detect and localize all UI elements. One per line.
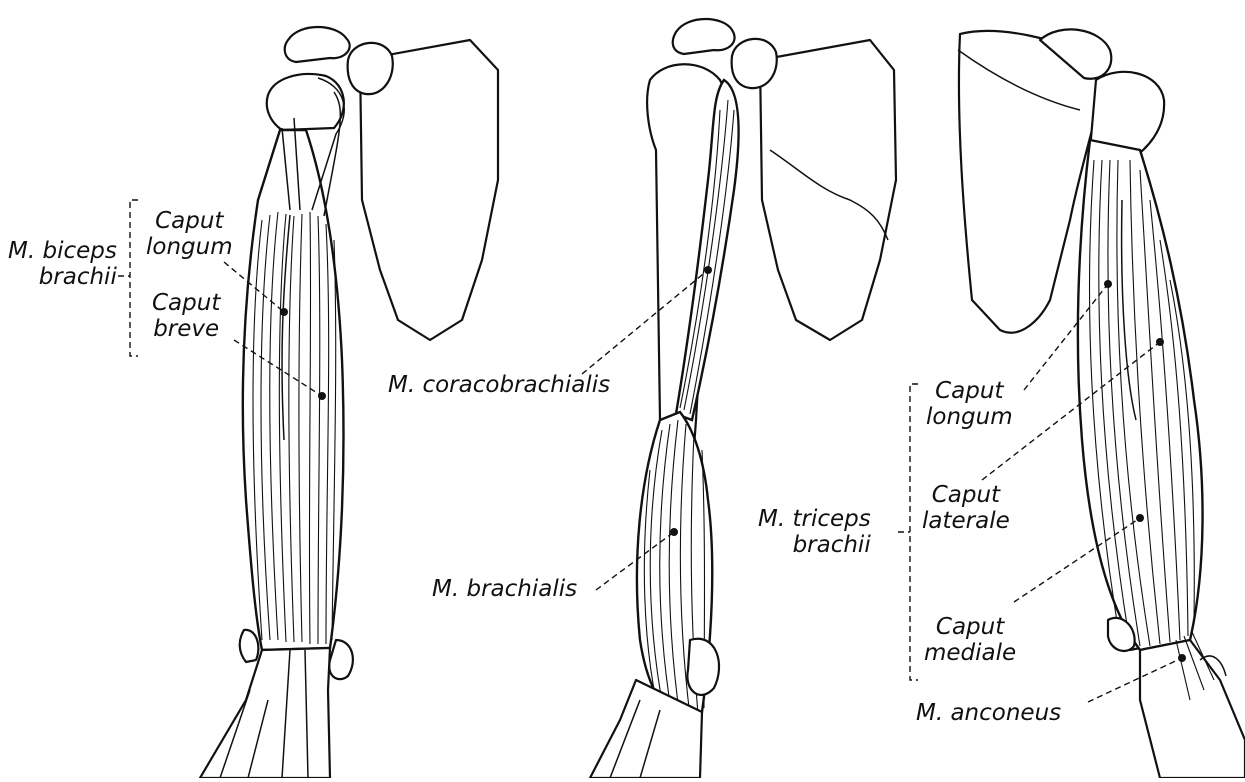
label-caput-longum-left-line2: longum: [146, 234, 233, 260]
label-caput-mediale-line2: mediale: [924, 640, 1016, 666]
label-caput-longum-right-line1: Caput: [926, 378, 1013, 404]
label-triceps-line1: M. triceps: [758, 506, 871, 532]
marker-anconeus: [1178, 654, 1186, 662]
marker-caput-mediale: [1136, 514, 1144, 522]
label-biceps-line2: brachii: [8, 264, 117, 290]
label-caput-mediale: Caput mediale: [924, 614, 1016, 666]
marker-caput-breve-left: [318, 392, 326, 400]
label-caput-laterale-line2: laterale: [922, 508, 1010, 534]
marker-coracobrachialis: [704, 266, 712, 274]
left-coracoid: [285, 27, 350, 62]
label-biceps-brachii: M. biceps brachii: [8, 238, 117, 290]
label-caput-laterale-line1: Caput: [922, 482, 1010, 508]
middle-acromion: [732, 39, 777, 88]
label-triceps-line2: brachii: [758, 532, 871, 558]
left-arm-drawing: [200, 27, 498, 778]
label-caput-longum-left-line1: Caput: [146, 208, 233, 234]
marker-caput-longum-right: [1104, 280, 1112, 288]
right-forearm: [1140, 640, 1245, 778]
label-caput-longum-right-line2: longum: [926, 404, 1013, 430]
middle-coracoid: [673, 19, 735, 54]
marker-caput-laterale: [1156, 338, 1164, 346]
label-coracobrachialis: M. coracobrachialis: [388, 372, 610, 398]
marker-brachialis: [670, 528, 678, 536]
label-caput-laterale: Caput laterale: [922, 482, 1010, 534]
marker-caput-longum-left: [280, 308, 288, 316]
left-bracket: [130, 200, 138, 356]
label-caput-mediale-line1: Caput: [924, 614, 1016, 640]
label-caput-longum-right: Caput longum: [926, 378, 1013, 430]
label-triceps-brachii: M. triceps brachii: [758, 506, 871, 558]
right-triceps-body: [1078, 140, 1203, 650]
middle-elbow: [687, 639, 719, 695]
left-humerus-head: [267, 74, 344, 130]
left-acromion: [348, 43, 393, 94]
label-caput-breve-line1: Caput: [152, 290, 220, 316]
label-brachialis: M. brachialis: [432, 576, 577, 602]
right-bracket: [910, 384, 918, 680]
label-caput-breve-line2: breve: [152, 316, 220, 342]
label-caput-breve: Caput breve: [152, 290, 220, 342]
label-biceps-line1: M. biceps: [8, 238, 117, 264]
middle-arm-drawing: [590, 19, 896, 778]
left-elbow-condyle: [329, 640, 353, 679]
label-anconeus: M. anconeus: [916, 700, 1061, 726]
left-elbow-condyle-medial: [240, 630, 259, 662]
label-caput-longum-left: Caput longum: [146, 208, 233, 260]
